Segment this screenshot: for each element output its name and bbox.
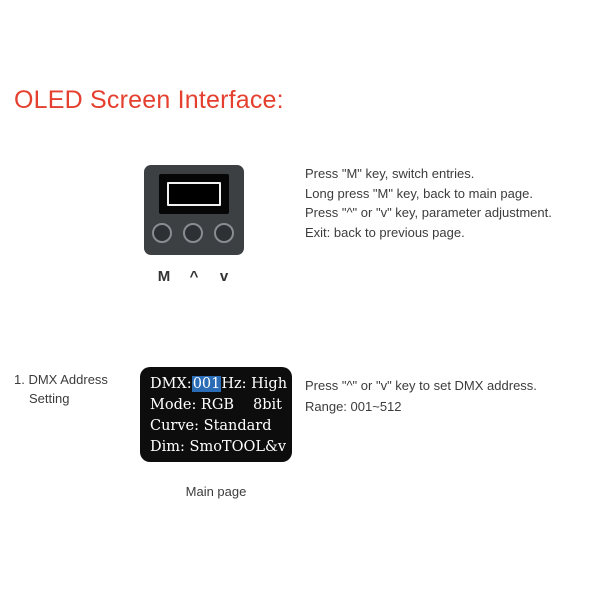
oled-mode-field: Mode: RGB xyxy=(150,397,235,413)
dmx-address-notes: Press "^" or "v" key to set DMX address.… xyxy=(305,375,595,417)
oled-device-illustration xyxy=(144,165,244,255)
section-dmx-address-label: 1. DMX Address Setting xyxy=(14,370,108,408)
instruction-line: Press "M" key, switch entries. xyxy=(305,166,475,181)
key-instructions: Press "M" key, switch entries. Long pres… xyxy=(305,164,590,242)
oled-dim-field: Dim: Smo xyxy=(150,439,222,455)
button-label-m: M xyxy=(157,268,171,285)
note-line: Range: 001~512 xyxy=(305,399,402,414)
oled-row-dim: Dim: Smo TOOL&v xyxy=(150,437,286,458)
oled-row-mode: Mode: RGB 8bit xyxy=(150,395,282,416)
oled-dmx-value-highlighted: 001 xyxy=(191,376,222,392)
oled-curve-field: Curve: Standard xyxy=(150,418,272,434)
button-label-up: ^ xyxy=(189,268,199,285)
device-screen xyxy=(159,174,229,214)
device-screen-display xyxy=(167,182,221,206)
oled-hz-field: Hz: High xyxy=(221,376,288,392)
oled-bit-field: 8bit xyxy=(253,397,282,413)
section-label-line2: Setting xyxy=(29,391,70,406)
instruction-line: Exit: back to previous page. xyxy=(305,224,465,240)
oled-row-dmx: DMX:001 Hz: High xyxy=(150,374,287,395)
page-title: OLED Screen Interface: xyxy=(14,86,284,114)
device-button-m xyxy=(152,223,172,243)
note-line: Press "^" or "v" key to set DMX address. xyxy=(305,378,537,393)
oled-tool-field: TOOL&v xyxy=(221,439,287,455)
oled-dmx-label: DMX: xyxy=(150,376,192,392)
button-label-down: v xyxy=(219,268,229,285)
device-button-labels: M ^ v xyxy=(144,268,244,285)
oled-dmx-field: DMX:001 xyxy=(150,374,222,395)
device-button-down xyxy=(214,223,234,243)
oled-row-curve: Curve: Standard xyxy=(150,416,282,437)
instruction-line: Press "^" or "v" key, parameter adjustme… xyxy=(305,205,552,220)
section-label-line1: 1. DMX Address xyxy=(14,372,108,387)
device-button-up xyxy=(183,223,203,243)
oled-caption: Main page xyxy=(185,484,247,499)
instruction-line: Long press "M" key, back to main page. xyxy=(305,185,533,201)
oled-main-page-screen: DMX:001 Hz: High Mode: RGB 8bit Curve: S… xyxy=(140,367,292,462)
